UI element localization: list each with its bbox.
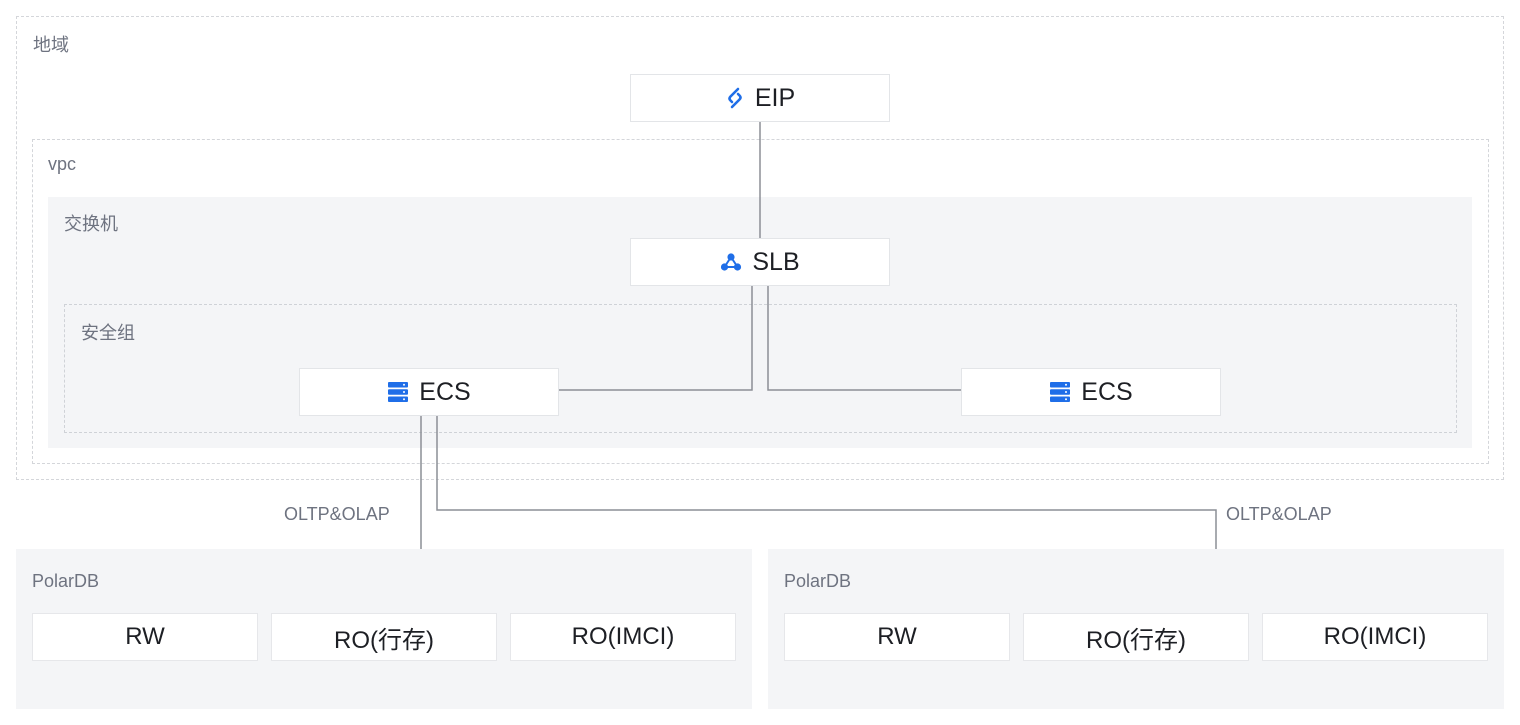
polardb-cluster-right: PolarDB RW RO(行存) RO(IMCI) [768, 549, 1504, 709]
eip-label: EIP [754, 83, 796, 112]
polardb-node-ro-imci[interactable]: RO(IMCI) [1262, 613, 1488, 661]
polardb-node-rw[interactable]: RW [784, 613, 1010, 661]
ecs-node-left[interactable]: ECS [299, 368, 559, 416]
polardb-node-ro-row[interactable]: RO(行存) [1023, 613, 1249, 661]
polardb-label: PolarDB [32, 571, 100, 591]
security-group-label: 安全组 [81, 323, 135, 343]
slb-label: SLB [752, 247, 800, 276]
vpc-label: vpc [48, 154, 77, 174]
vswitch-label: 交换机 [64, 214, 118, 234]
edge-label-right: OLTP&OLAP [1226, 504, 1332, 524]
ecs-label: ECS [1081, 377, 1133, 406]
eip-icon [728, 87, 742, 109]
polardb-node-ro-row[interactable]: RO(行存) [271, 613, 497, 661]
polardb-node-ro-imci[interactable]: RO(IMCI) [510, 613, 736, 661]
region-container: 地域 [16, 16, 1504, 480]
polardb-node-rw[interactable]: RW [32, 613, 258, 661]
edge-label-left: OLTP&OLAP [284, 504, 390, 524]
ecs-node-right[interactable]: ECS [961, 368, 1221, 416]
eip-node[interactable]: EIP [630, 74, 890, 122]
slb-ecs-left-link [559, 286, 753, 391]
server-icon [1050, 382, 1071, 402]
server-icon [388, 382, 409, 402]
slb-icon [721, 253, 742, 271]
ecs-polardb-right-link [436, 416, 1217, 549]
slb-node[interactable]: SLB [630, 238, 890, 286]
security-group-container: 安全组 [64, 304, 1457, 433]
region-label: 地域 [33, 35, 69, 55]
slb-ecs-right-link [767, 286, 961, 391]
ecs-label: ECS [419, 377, 471, 406]
polardb-cluster-left: PolarDB RW RO(行存) RO(IMCI) [16, 549, 752, 709]
polardb-label: PolarDB [784, 571, 852, 591]
